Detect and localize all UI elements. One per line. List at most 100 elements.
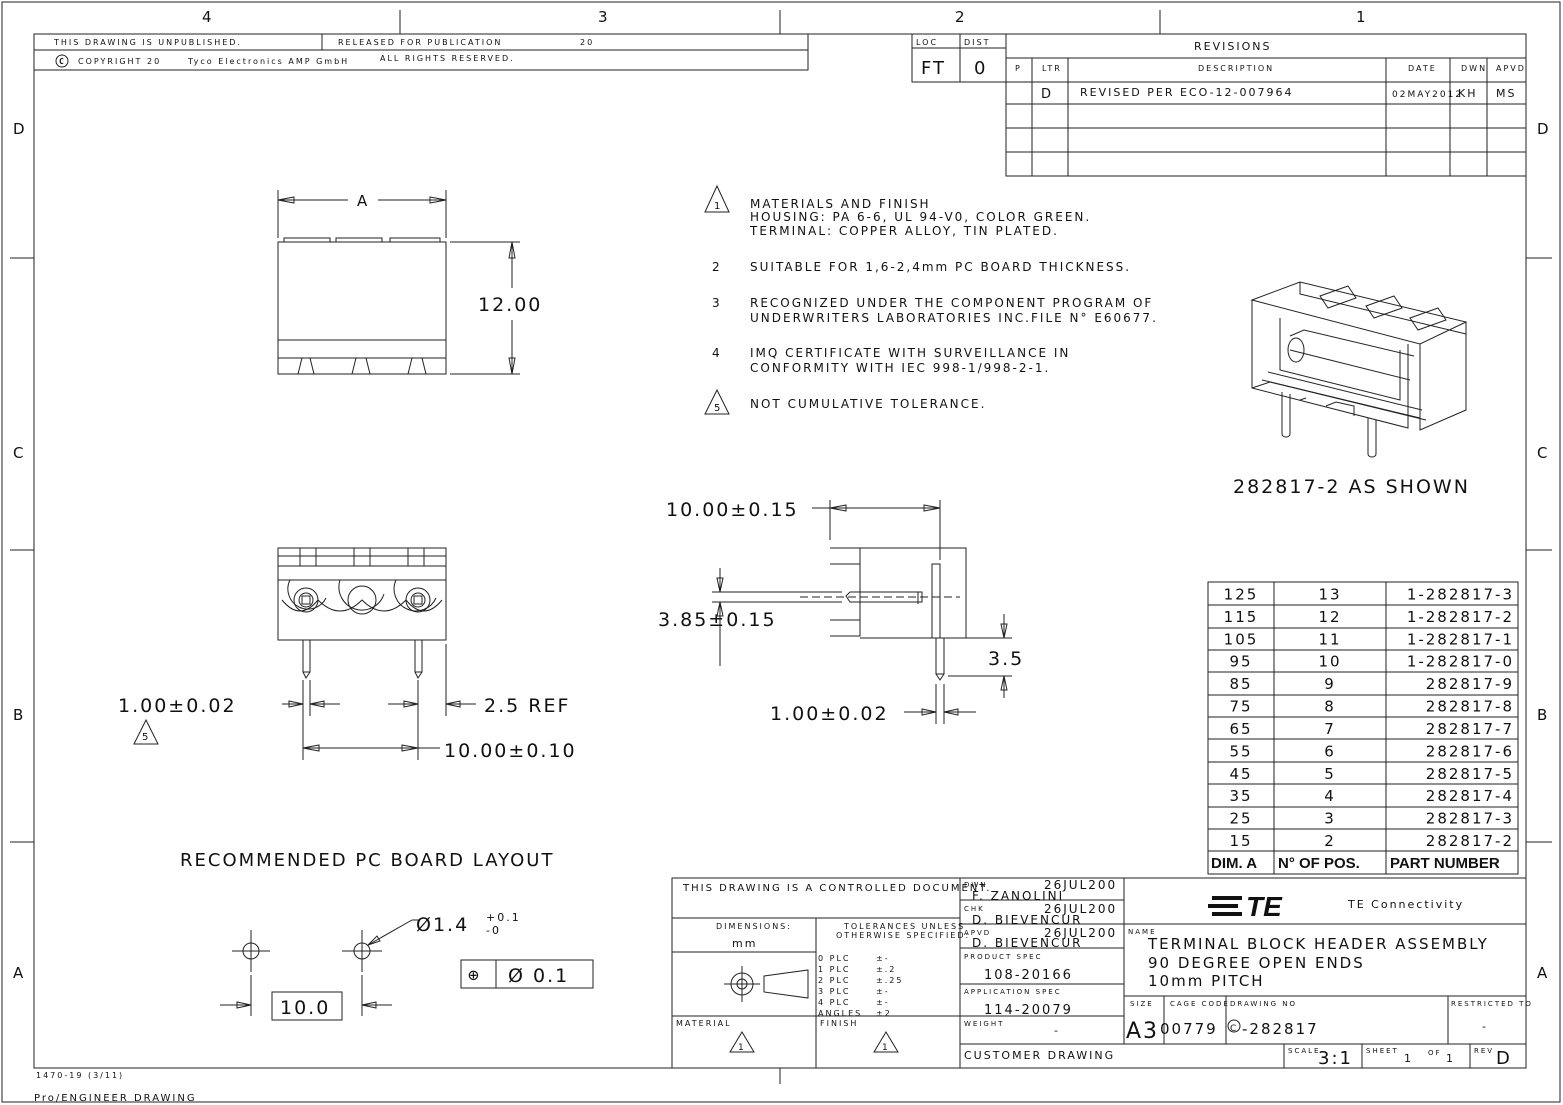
rev-col-apvd: APVD	[1496, 64, 1526, 73]
note-4-line-1: IMQ CERTIFICATE WITH SURVEILLANCE IN	[750, 346, 1070, 360]
part-row-pn: 1-282817-0	[1407, 653, 1514, 671]
rev-row-ltr: D	[1041, 87, 1053, 102]
front-view	[134, 548, 476, 760]
of-label: OF	[1428, 1049, 1442, 1057]
size-value: A3	[1126, 1019, 1159, 1044]
customer-drawing: CUSTOMER DRAWING	[964, 1049, 1115, 1062]
dim-pin-side: 1.00±0.02	[770, 703, 889, 725]
cage-label: CAGE CODE	[1170, 1000, 1230, 1008]
pcb-layout	[220, 920, 593, 1020]
part-row-pn: 282817-8	[1426, 698, 1514, 716]
rev-col-p: P	[1015, 64, 1022, 73]
part-row-pos: 2	[1324, 832, 1336, 850]
dim-pitch-side: 10.00±0.15	[666, 499, 799, 521]
part-row-pn: 282817-7	[1426, 720, 1514, 738]
product-spec-label: PRODUCT SPEC	[964, 953, 1042, 961]
unpublished-text: THIS DRAWING IS UNPUBLISHED.	[53, 38, 242, 47]
hole-tol-plus: +0.1	[486, 911, 521, 924]
rev-row-apvd: MS	[1496, 87, 1516, 100]
note-1-line-2: HOUSING: PA 6-6, UL 94-V0, COLOR GREEN.	[750, 210, 1091, 224]
zone-top-4: 4	[202, 8, 214, 26]
part-row-pn: 282817-4	[1426, 787, 1514, 805]
dwg-label: DRAWING NO	[1230, 1000, 1297, 1008]
zone-left-a: A	[13, 964, 25, 982]
svg-text:1: 1	[882, 1043, 890, 1053]
hole-tol-minus: -0	[486, 924, 501, 937]
part-row-pn: 282817-5	[1426, 765, 1514, 783]
app-spec-label: APPLICATION SPEC	[964, 988, 1062, 996]
te-logo-mark	[1208, 896, 1242, 916]
part-row-pos: 5	[1324, 765, 1336, 783]
inner-border	[34, 34, 1526, 1068]
note-4-num: 4	[712, 346, 722, 360]
part-row-dim: 25	[1229, 810, 1252, 828]
rev-row-desc: REVISED PER ECO-12-007964	[1080, 86, 1294, 99]
restricted-label: RESTRICTED TO	[1451, 1000, 1533, 1008]
units-value: mm	[732, 937, 757, 950]
tol-row-value: ±2	[876, 1009, 892, 1018]
cage-value: 00779	[1160, 1020, 1218, 1038]
part-row-pn: 282817-6	[1426, 742, 1514, 760]
part-header-pn: PART NUMBER	[1390, 855, 1500, 872]
rev-label: REV	[1474, 1047, 1494, 1055]
dimensions-label: DIMENSIONS:	[716, 922, 792, 931]
released-year: 20	[580, 38, 594, 47]
scale-label: SCALE	[1288, 1047, 1320, 1055]
sheet-value: 1	[1404, 1052, 1413, 1065]
scale-value: 3:1	[1318, 1048, 1353, 1069]
tol-row-value: ±.25	[876, 976, 903, 985]
sheet-label: SHEET	[1366, 1047, 1399, 1055]
rev-col-date: DATE	[1408, 64, 1437, 73]
tol-row-label: 3 PLC	[818, 987, 851, 996]
dwn-label: DWN	[964, 881, 988, 889]
top-view	[278, 190, 520, 374]
apvd-name: D. BIEVENCUR	[972, 936, 1083, 950]
dim-height: 12.00	[478, 294, 542, 316]
side-view	[712, 500, 1012, 724]
chk-name: D. BIEVENCUR	[972, 913, 1083, 927]
part-row-dim: 85	[1229, 675, 1252, 693]
zone-right-b: B	[1537, 706, 1549, 724]
part-row-dim: 115	[1224, 608, 1259, 626]
part-row-dim: 35	[1229, 787, 1252, 805]
part-row-pn: 282817-3	[1426, 810, 1514, 828]
note-1-triangle	[705, 186, 729, 212]
te-brand: TE Connectivity	[1347, 898, 1464, 911]
dwn-date: 26JUL200	[1044, 878, 1117, 892]
isometric-view	[1252, 282, 1466, 457]
zone-right-c: C	[1537, 444, 1549, 462]
zone-left-d: D	[13, 120, 27, 138]
rev-row-dwn: KH	[1458, 87, 1478, 100]
tol-row-label: ANGLES	[818, 1009, 862, 1018]
part-row-pn: 282817-9	[1426, 675, 1514, 693]
hole-diameter: Ø1.4	[416, 914, 469, 936]
part-row-pos: 6	[1324, 742, 1336, 760]
svg-text:C: C	[59, 57, 64, 66]
zone-right-d: D	[1537, 120, 1551, 138]
note-1-line-3: TERMINAL: COPPER ALLOY, TIN PLATED.	[749, 224, 1059, 238]
zone-left-c: C	[13, 444, 25, 462]
dwg-prefix: C	[1230, 1024, 1238, 1034]
part-row-pn: 1-282817-1	[1407, 630, 1514, 648]
released-text: RELEASED FOR PUBLICATION	[338, 38, 502, 47]
part-row-dim: 125	[1224, 585, 1259, 603]
part-row-dim: 55	[1229, 742, 1252, 760]
part-row-pn: 1-282817-2	[1407, 608, 1514, 626]
dim-note-5: 5	[142, 732, 150, 743]
dist-label: DIST	[964, 38, 990, 47]
zone-top-2: 2	[955, 8, 967, 26]
dim-a: A	[357, 192, 369, 210]
weight-value: -	[1054, 1024, 1060, 1037]
note-3-num: 3	[712, 296, 722, 310]
dim-2-5-ref: 2.5 REF	[484, 695, 570, 717]
note-3-line-2: UNDERWRITERS LABORATORIES INC.FILE N° E6…	[750, 311, 1158, 325]
part-row-dim: 45	[1229, 765, 1252, 783]
note-1-line-1: MATERIALS AND FINISH	[750, 197, 931, 211]
part-header-dim: DIM. A	[1211, 855, 1257, 872]
apvd-label: APVD	[964, 929, 991, 937]
tol-row-label: 1 PLC	[818, 965, 851, 974]
name-label: NAME	[1128, 928, 1157, 936]
zone-right-a: A	[1537, 964, 1549, 982]
tol-row-value: ±-	[876, 987, 890, 996]
part-row-pos: 10	[1318, 653, 1341, 671]
